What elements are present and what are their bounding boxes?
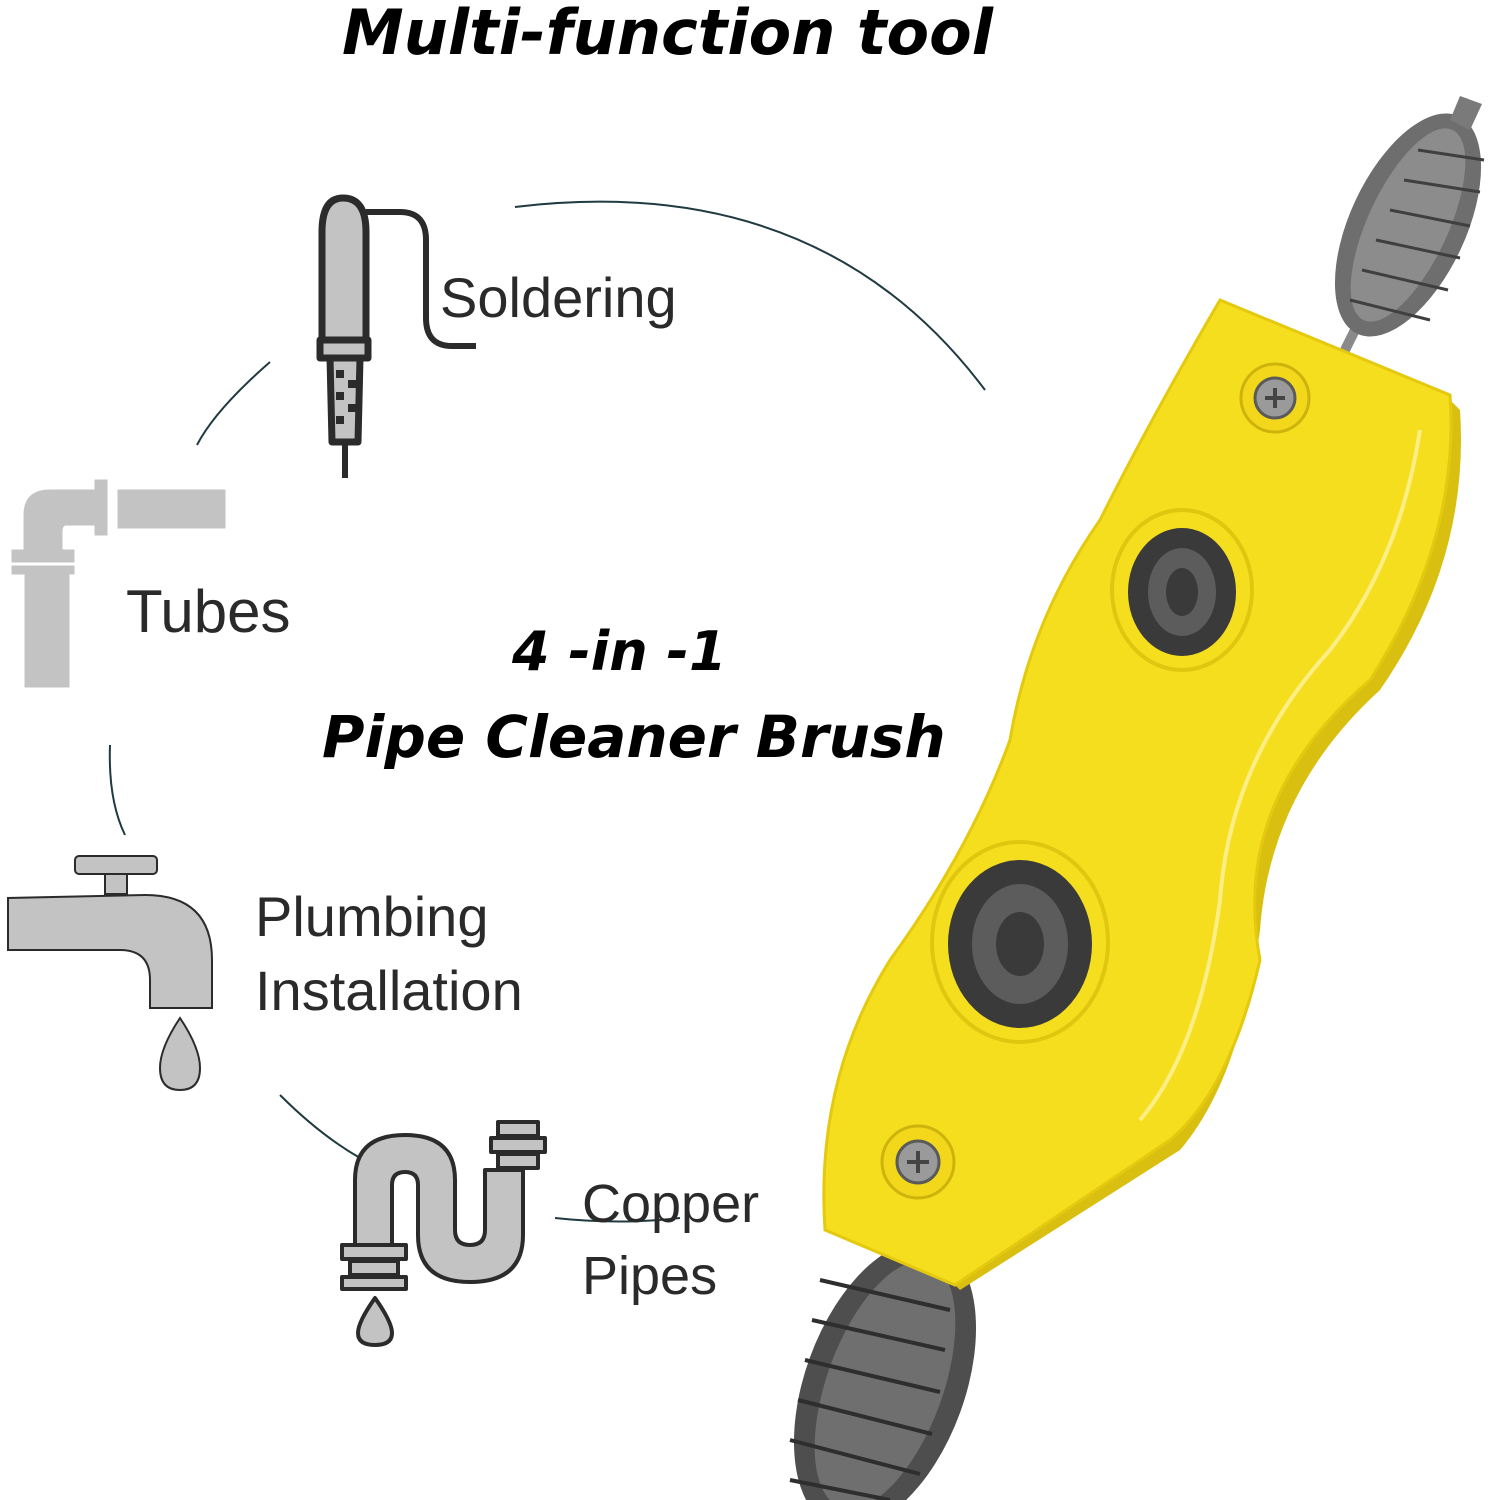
top-wire-brush bbox=[1334, 96, 1485, 363]
arc-bottom bbox=[554, 1217, 681, 1223]
heading-line-2: Pipe Cleaner Brush bbox=[322, 703, 946, 771]
arc-lower-left bbox=[279, 1094, 361, 1159]
arc-upper-left bbox=[196, 361, 271, 446]
upper-brush-hole bbox=[1110, 508, 1254, 672]
label-copper-pipes: Copper Pipes bbox=[582, 1174, 760, 1306]
bottom-wire-brush bbox=[789, 1241, 977, 1500]
heading-line-1: 4 -in -1 bbox=[512, 620, 727, 683]
lower-brush-hole bbox=[930, 840, 1110, 1044]
page-title: Multi-function tool bbox=[342, 0, 993, 69]
bottom-screw bbox=[880, 1124, 956, 1200]
arc-top bbox=[514, 200, 986, 391]
label-tubes: Tubes bbox=[126, 578, 291, 645]
label-soldering: Soldering bbox=[440, 266, 677, 329]
arc-left bbox=[108, 744, 126, 836]
top-screw bbox=[1239, 362, 1311, 434]
label-plumbing: Plumbing Installation bbox=[255, 885, 523, 1022]
